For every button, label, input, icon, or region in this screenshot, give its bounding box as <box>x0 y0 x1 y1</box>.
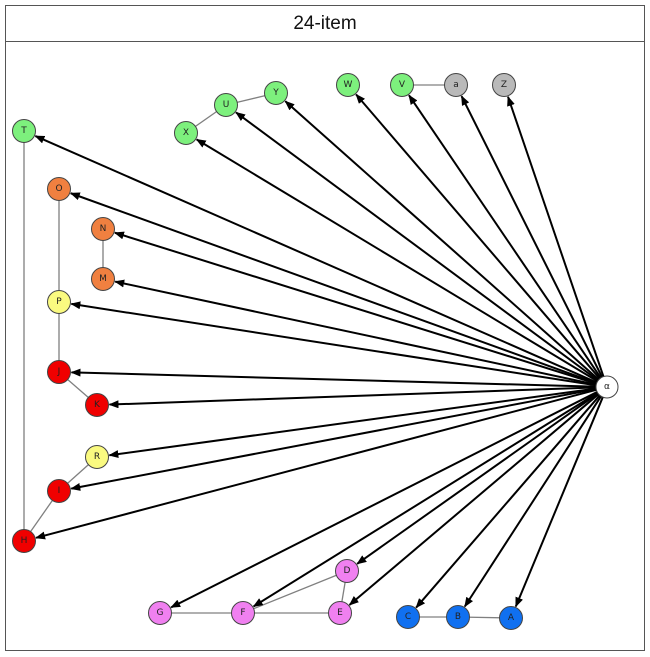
node-label-a: a <box>453 80 459 90</box>
node-label-B: B <box>455 612 461 622</box>
node-label-O: O <box>55 184 62 194</box>
arrow-to-G <box>170 390 600 609</box>
node-A: A <box>499 606 523 630</box>
arrow-to-N <box>113 231 599 386</box>
arrow-to-H <box>35 388 599 540</box>
arrow-to-J <box>70 368 599 388</box>
node-F: F <box>231 601 255 625</box>
diagram-frame: 24-item <box>5 5 645 651</box>
node-label-F: F <box>240 608 245 618</box>
arrow-to-W <box>355 93 602 381</box>
node-label-A: A <box>508 613 515 623</box>
node-label-H: H <box>21 536 28 546</box>
arrow-to-V <box>408 94 603 381</box>
arrow-to-F <box>252 390 600 608</box>
node-W: W <box>336 73 360 97</box>
node-K: K <box>85 393 109 417</box>
node-label-W: W <box>344 80 353 90</box>
hub-node: α <box>595 375 619 399</box>
node-label-D: D <box>344 566 351 576</box>
arrow-to-a <box>460 95 604 380</box>
node-label-T: T <box>20 126 27 136</box>
arrow-to-D <box>356 391 601 565</box>
node-label-X: X <box>183 128 189 138</box>
node-Y: Y <box>264 81 288 105</box>
node-label-R: R <box>94 452 100 462</box>
node-U: U <box>214 93 238 117</box>
arrow-to-P <box>70 301 599 387</box>
directed-arrows <box>34 93 606 609</box>
node-N: N <box>91 217 115 241</box>
hub-node-label: α <box>604 382 610 392</box>
arrow-to-Y <box>284 100 601 382</box>
node-T: T <box>12 119 36 143</box>
node-V: V <box>390 73 414 97</box>
arrow-to-X <box>195 138 600 384</box>
arrow-to-A <box>514 394 605 608</box>
node-label-V: V <box>399 80 406 90</box>
node-P: P <box>47 290 71 314</box>
node-G: G <box>148 601 172 625</box>
arrow-to-I <box>70 387 599 491</box>
node-E: E <box>328 601 352 625</box>
node-J: J <box>47 360 71 384</box>
node-D: D <box>335 559 359 583</box>
node-label-P: P <box>56 297 62 307</box>
arrow-to-M <box>114 279 599 387</box>
node-H: H <box>12 529 36 553</box>
diagram-title: 24-item <box>6 6 644 42</box>
node-O: O <box>47 177 71 201</box>
arrow-to-O <box>69 192 599 385</box>
node-R: R <box>85 445 109 469</box>
node-Z: Z <box>492 73 516 97</box>
arrow-to-U <box>235 111 601 383</box>
arrow-to-C <box>415 393 602 609</box>
node-label-K: K <box>94 400 101 410</box>
arrow-to-B <box>463 394 603 608</box>
node-a: a <box>444 73 468 97</box>
arrow-to-Z <box>507 95 606 379</box>
node-X: X <box>174 121 198 145</box>
arrow-to-K <box>108 386 599 409</box>
node-C: C <box>396 605 420 629</box>
node-B: B <box>446 605 470 629</box>
node-I: I <box>47 479 71 503</box>
node-label-C: C <box>405 612 411 622</box>
node-label-Z: Z <box>501 80 507 90</box>
node-label-M: M <box>99 274 107 284</box>
arrow-to-E <box>348 392 601 606</box>
arrow-to-R <box>108 387 599 459</box>
arrow-to-T <box>34 135 600 385</box>
node-label-G: G <box>157 608 164 618</box>
node-label-Y: Y <box>272 88 279 98</box>
node-label-E: E <box>337 608 343 618</box>
node-label-I: I <box>58 486 61 496</box>
node-label-J: J <box>57 367 61 377</box>
node-M: M <box>91 267 115 291</box>
node-label-U: U <box>223 100 230 110</box>
node-label-N: N <box>100 224 107 234</box>
